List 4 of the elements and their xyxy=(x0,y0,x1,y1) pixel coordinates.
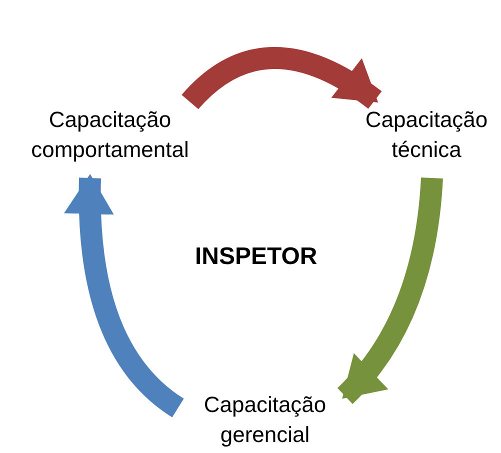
step-label: Capacitação técnica xyxy=(352,105,501,165)
center-title: INSPETOR xyxy=(195,243,318,271)
step-label: Capacitação gerencial xyxy=(180,390,350,450)
step-label: Capacitação comportamental xyxy=(12,105,208,165)
